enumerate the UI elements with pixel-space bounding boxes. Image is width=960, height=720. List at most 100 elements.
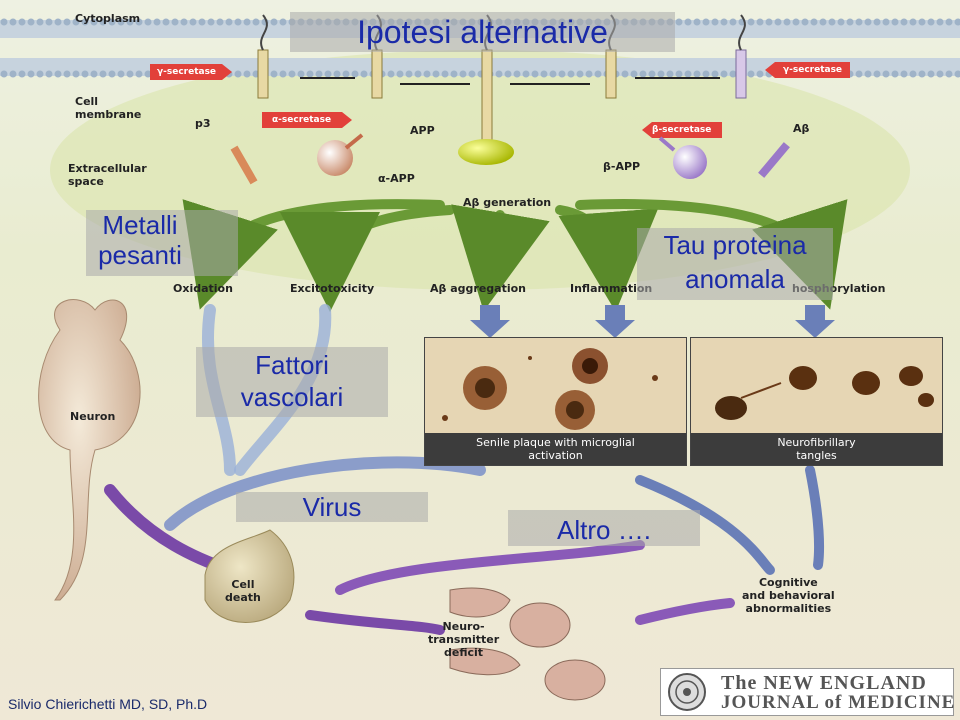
lipid-head <box>90 18 98 26</box>
neurofibrillary-panel: Neurofibrillary tangles <box>690 337 943 466</box>
blue-arrows <box>470 305 835 338</box>
altro-box <box>508 510 700 546</box>
lipid-head <box>513 70 521 78</box>
journal-logo: The NEW ENGLAND JOURNAL of MEDICINE <box>660 668 954 716</box>
lipid-head <box>873 18 881 26</box>
lipid-head <box>225 18 233 26</box>
lipid-head <box>117 70 125 78</box>
cell-death-shape <box>204 529 295 623</box>
lipid-head <box>54 18 62 26</box>
title-box <box>290 12 675 52</box>
app-label: APP <box>410 124 435 137</box>
lipid-head <box>882 70 890 78</box>
lipid-head <box>639 70 647 78</box>
lipid-head <box>747 70 755 78</box>
lipid-head <box>144 18 152 26</box>
lipid-head <box>522 70 530 78</box>
journal-seal <box>668 673 706 711</box>
gamma-secretase-left-label: γ-secretase <box>157 67 217 77</box>
lipid-head <box>675 18 683 26</box>
lipid-head <box>882 18 890 26</box>
lipid-head <box>909 18 917 26</box>
extracellular-space-label: Extracellular space <box>68 162 147 188</box>
senile-plaque-caption: Senile plaque with microglial activation <box>425 433 686 465</box>
lipid-head <box>243 18 251 26</box>
lipid-head <box>288 70 296 78</box>
lipid-head <box>0 18 8 26</box>
lipid-head <box>270 70 278 78</box>
lipid-head <box>72 18 80 26</box>
lipid-head <box>315 70 323 78</box>
lipid-head <box>333 70 341 78</box>
lipid-head <box>657 70 665 78</box>
lipid-head <box>819 18 827 26</box>
lipid-head <box>396 70 404 78</box>
neuron-label: Neuron <box>70 410 116 423</box>
lipid-head <box>342 70 350 78</box>
lipid-head <box>252 18 260 26</box>
secretase-arrows <box>150 62 850 138</box>
lipid-head <box>666 70 674 78</box>
lipid-head <box>702 70 710 78</box>
tau-box <box>637 228 833 300</box>
lipid-head <box>243 70 251 78</box>
synapse-shape <box>449 587 606 701</box>
lipid-head <box>495 70 503 78</box>
lipid-head <box>189 18 197 26</box>
lipid-head <box>549 70 557 78</box>
journal-name-line1: The NEW ENGLAND <box>721 672 927 694</box>
lipid-head <box>765 18 773 26</box>
lipid-head <box>432 70 440 78</box>
lipid-head <box>180 18 188 26</box>
lipid-head <box>81 70 89 78</box>
senile-plaque-panel: Senile plaque with microglial activation <box>424 337 687 466</box>
lipid-head <box>675 70 683 78</box>
cognitive-label: Cognitive and behavioral abnormalities <box>742 576 835 615</box>
lipid-head <box>360 70 368 78</box>
lipid-head <box>90 70 98 78</box>
lipid-head <box>936 70 944 78</box>
lipid-head <box>387 70 395 78</box>
lipid-head <box>954 18 960 26</box>
lipid-head <box>891 70 899 78</box>
lipid-head <box>693 18 701 26</box>
neurofibrillary-image <box>715 366 934 420</box>
lipid-head <box>108 18 116 26</box>
abeta-aggregation-label: Aβ aggregation <box>430 282 526 295</box>
lipid-head <box>909 70 917 78</box>
lipid-head <box>540 70 548 78</box>
lipid-head <box>720 70 728 78</box>
lipid-head <box>729 70 737 78</box>
lipid-head <box>684 18 692 26</box>
lipid-head <box>648 70 656 78</box>
lipid-head <box>936 18 944 26</box>
lipid-head <box>63 18 71 26</box>
lipid-head <box>900 70 908 78</box>
lipid-head <box>855 70 863 78</box>
virus-box <box>236 492 428 522</box>
metalli-label: Metalli pesanti <box>98 210 182 270</box>
neurotransmitter-deficit-label: Neuro- transmitter deficit <box>428 620 500 659</box>
lipid-head <box>198 18 206 26</box>
lipid-head <box>828 18 836 26</box>
journal-name-line2: JOURNAL of MEDICINE <box>721 692 956 713</box>
lipid-head <box>279 18 287 26</box>
lipid-head <box>576 70 584 78</box>
lipid-head <box>27 18 35 26</box>
tau-label: Tau proteina anomala <box>663 230 807 294</box>
lipid-head <box>720 18 728 26</box>
lipid-head <box>792 18 800 26</box>
lipid-head <box>27 70 35 78</box>
lipid-head <box>558 70 566 78</box>
lipid-head <box>234 70 242 78</box>
lipid-head <box>873 70 881 78</box>
p3-label: p3 <box>195 117 211 130</box>
neuron-shape <box>38 299 141 601</box>
lipid-head <box>216 18 224 26</box>
beta-secretase-label: β-secretase <box>652 125 712 135</box>
lipid-head <box>270 18 278 26</box>
lipid-head <box>531 70 539 78</box>
lipid-head <box>621 70 629 78</box>
cytoplasm-label: Cytoplasm <box>75 12 141 25</box>
lipid-head <box>36 18 44 26</box>
